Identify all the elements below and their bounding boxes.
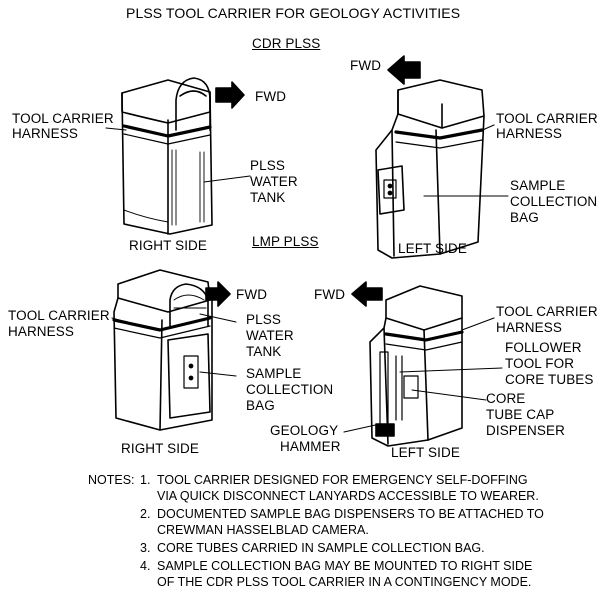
- lmp-left-core-label-line3: DISPENSER: [486, 423, 565, 438]
- note-1: 1. TOOL CARRIER DESIGNED FOR EMERGENCY SE…: [140, 472, 539, 505]
- cdr-right-tank-label-line2: WATER: [250, 174, 298, 189]
- lmp-right-tank-label-line2: WATER: [246, 328, 294, 343]
- lmp-right-side-caption: RIGHT SIDE: [121, 441, 200, 456]
- cdr-left-harness-label-line2: HARNESS: [496, 126, 562, 141]
- cdr-left-fwd-arrow: [387, 55, 421, 85]
- cdr-right-leaders: [105, 127, 251, 183]
- cdr-right-tank-label-line3: TANK: [250, 190, 286, 205]
- note-text: DOCUMENTED SAMPLE BAG DISPENSERS TO BE A…: [157, 507, 544, 521]
- lmp-left-harness-label-line2: HARNESS: [496, 320, 562, 335]
- lmp-left-core-label-line1: CORE: [486, 391, 526, 406]
- lmp-right-bag-label-line2: COLLECTION: [246, 382, 334, 397]
- lmp-left-backpack: [369, 285, 464, 447]
- note-number: 2.: [140, 507, 151, 521]
- note-3: 3. CORE TUBES CARRIED IN SAMPLE COLLECTIO…: [140, 540, 485, 556]
- cdr-left-bag-label-line2: COLLECTION: [510, 194, 598, 209]
- lmp-plss-heading: LMP PLSS: [252, 234, 319, 249]
- cdr-left-bag-label-line1: SAMPLE: [510, 178, 566, 193]
- cdr-right-side-caption: RIGHT SIDE: [129, 238, 208, 253]
- lmp-right-fwd-arrow: [205, 281, 231, 307]
- cdr-plss-heading: CDR PLSS: [252, 36, 321, 51]
- lmp-right-harness-label-line1: TOOL CARRIER: [8, 308, 110, 323]
- cdr-left-harness-label-line1: TOOL CARRIER: [496, 111, 598, 126]
- note-number: 1.: [140, 473, 151, 487]
- lmp-left-hammer-label-line2: HAMMER: [280, 439, 341, 454]
- lmp-right-fwd-label: FWD: [236, 287, 268, 302]
- lmp-left-follower-label-line1: FOLLOWER: [505, 340, 582, 355]
- cdr-right-tank-label-line1: PLSS: [250, 158, 285, 173]
- cdr-left-backpack: [375, 79, 485, 259]
- note-text: CREWMAN HASSELBLAD CAMERA.: [157, 523, 369, 538]
- lmp-left-harness-label-line1: TOOL CARRIER: [496, 304, 598, 319]
- lmp-left-follower-label-line3: CORE TUBES: [505, 372, 594, 387]
- lmp-right-harness-label-line2: HARNESS: [8, 324, 74, 339]
- lmp-right-bag-label-line3: BAG: [246, 398, 275, 413]
- cdr-left-leaders: [423, 124, 509, 197]
- lmp-left-fwd-label: FWD: [314, 287, 346, 302]
- lmp-left-core-label-line2: TUBE CAP: [486, 407, 555, 422]
- lmp-right-leaders: [111, 313, 237, 377]
- cdr-right-harness-label-line2: HARNESS: [12, 126, 78, 141]
- lmp-left-fwd-arrow: [351, 281, 383, 307]
- diagram-title: PLSS TOOL CARRIER FOR GEOLOGY ACTIVITIES: [126, 5, 461, 21]
- cdr-right-harness-label-line1: TOOL CARRIER: [12, 111, 114, 126]
- note-4: 4. SAMPLE COLLECTION BAG MAY BE MOUNTED T…: [140, 558, 532, 591]
- note-text: SAMPLE COLLECTION BAG MAY BE MOUNTED TO …: [157, 559, 533, 573]
- cdr-left-fwd-label: FWD: [350, 58, 382, 73]
- lmp-left-leaders: [343, 317, 503, 433]
- cdr-left-bag-label-line3: BAG: [510, 210, 539, 225]
- lmp-right-backpack: [112, 269, 213, 431]
- lmp-right-bag-label-line1: SAMPLE: [246, 366, 302, 381]
- note-number: 4.: [140, 559, 151, 573]
- note-text: TOOL CARRIER DESIGNED FOR EMERGENCY SELF…: [157, 473, 528, 487]
- lmp-right-tank-label-line3: TANK: [246, 344, 282, 359]
- cdr-right-fwd-arrow: [215, 81, 245, 109]
- lmp-left-hammer-label-line1: GEOLOGY: [270, 423, 339, 438]
- cdr-right-backpack: [121, 77, 213, 235]
- lmp-left-follower-label-line2: TOOL FOR: [505, 356, 575, 371]
- note-text: VIA QUICK DISCONNECT LANYARDS ACCESSIBLE…: [157, 489, 539, 504]
- note-2: 2. DOCUMENTED SAMPLE BAG DISPENSERS TO BE…: [140, 506, 544, 539]
- lmp-left-side-caption: LEFT SIDE: [391, 445, 460, 460]
- lmp-right-tank-label-line1: PLSS: [246, 312, 281, 327]
- note-text: OF THE CDR PLSS TOOL CARRIER IN A CONTIN…: [157, 575, 532, 590]
- note-number: 3.: [140, 541, 151, 555]
- notes-label: NOTES:: [88, 473, 135, 487]
- cdr-left-side-caption: LEFT SIDE: [398, 241, 467, 256]
- cdr-right-fwd-label: FWD: [255, 89, 287, 104]
- note-text: CORE TUBES CARRIED IN SAMPLE COLLECTION …: [157, 541, 485, 555]
